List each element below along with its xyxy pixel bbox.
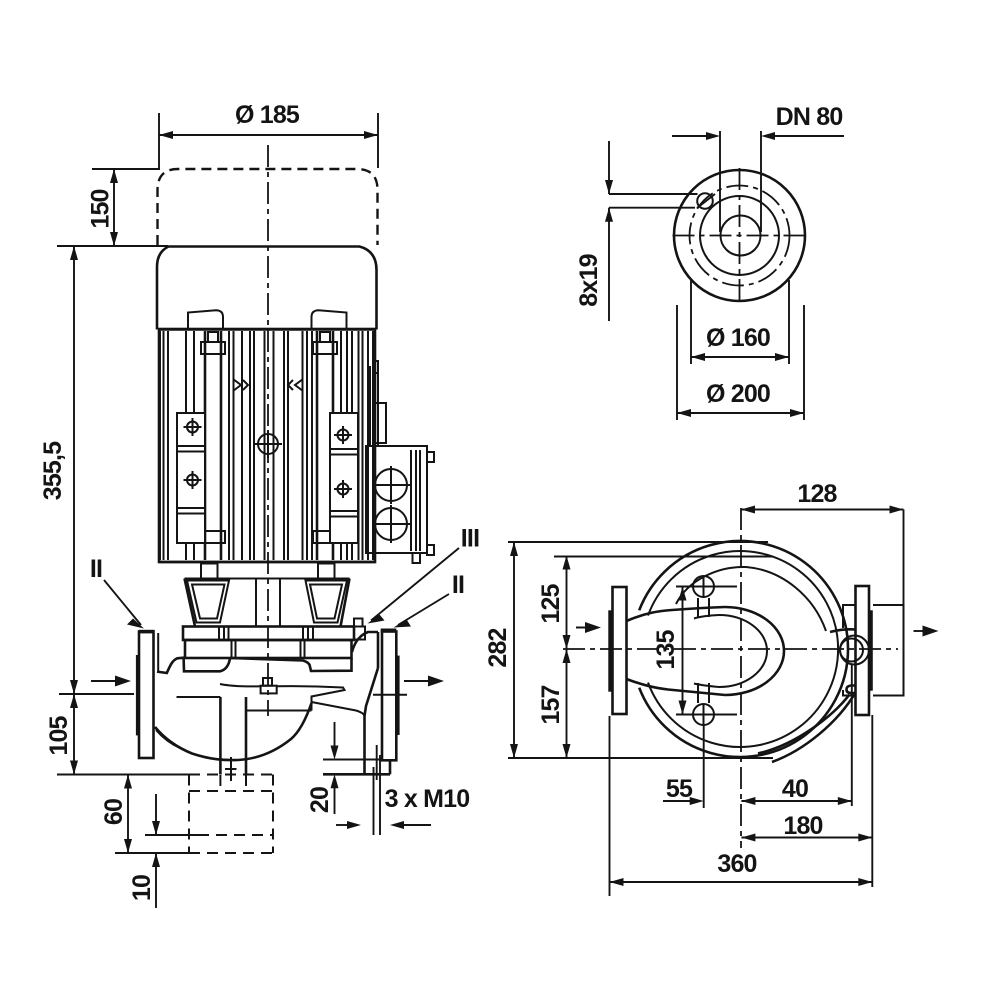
svg-text:157: 157 xyxy=(537,685,565,724)
svg-text:II: II xyxy=(452,571,464,599)
svg-text:10: 10 xyxy=(128,875,156,901)
svg-text:Ø 160: Ø 160 xyxy=(706,324,770,352)
svg-text:125: 125 xyxy=(537,583,565,623)
svg-text:355,5: 355,5 xyxy=(39,441,67,500)
svg-text:8x19: 8x19 xyxy=(575,254,603,306)
svg-text:105: 105 xyxy=(45,715,73,755)
svg-text:180: 180 xyxy=(783,812,822,840)
svg-text:III: III xyxy=(461,525,479,553)
svg-text:150: 150 xyxy=(87,189,115,228)
svg-text:135: 135 xyxy=(652,629,680,669)
svg-text:20: 20 xyxy=(306,787,334,813)
svg-text:Ø 200: Ø 200 xyxy=(706,380,770,408)
svg-text:128: 128 xyxy=(797,480,837,508)
svg-text:40: 40 xyxy=(782,775,808,803)
svg-text:3 x M10: 3 x M10 xyxy=(385,785,470,813)
svg-text:II: II xyxy=(90,555,102,583)
svg-text:Ø 185: Ø 185 xyxy=(235,101,300,129)
svg-text:DN 80: DN 80 xyxy=(776,103,843,131)
svg-text:55: 55 xyxy=(666,775,693,803)
svg-text:282: 282 xyxy=(484,628,512,667)
svg-text:360: 360 xyxy=(717,850,756,878)
svg-text:60: 60 xyxy=(100,799,128,825)
